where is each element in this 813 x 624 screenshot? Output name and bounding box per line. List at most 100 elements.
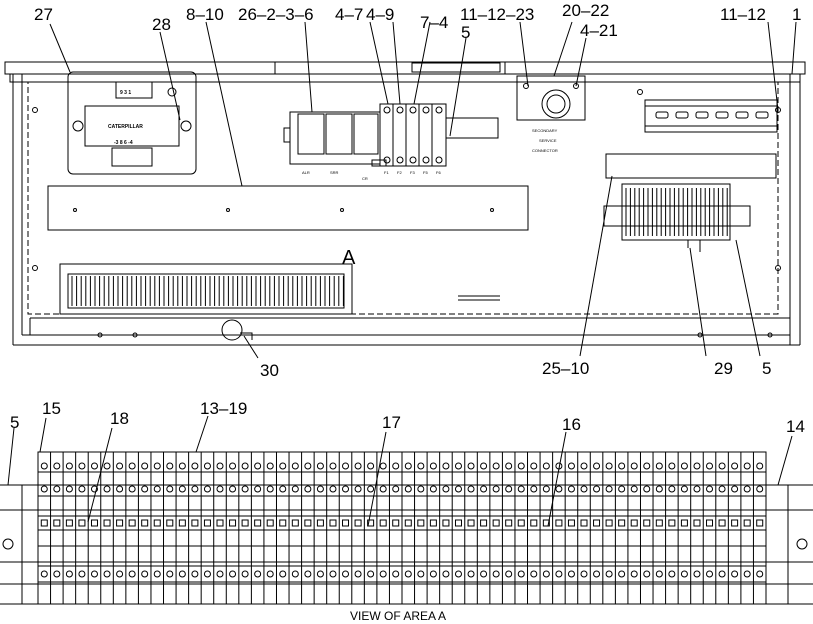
terminal-screw	[417, 462, 425, 470]
terminal-screw	[90, 570, 98, 578]
terminal-screw	[580, 462, 588, 470]
terminal-screw	[40, 462, 48, 470]
terminal-screw	[153, 485, 161, 493]
terminal-screw	[342, 485, 350, 493]
terminal-marker	[756, 519, 764, 527]
din-rail-top-right	[644, 99, 778, 133]
terminal-marker	[367, 519, 375, 527]
terminal-screw	[492, 485, 500, 493]
callout-leaders	[49, 21, 797, 359]
terminal-screw	[668, 485, 676, 493]
terminal-screw	[404, 570, 412, 578]
terminal-screw	[630, 570, 638, 578]
fuse-label-4: F5	[423, 170, 428, 175]
terminal-screw	[103, 462, 111, 470]
terminal-screw	[116, 462, 124, 470]
terminal-strip-right	[603, 183, 751, 252]
terminal-screw	[241, 485, 249, 493]
terminal-marker	[90, 519, 98, 527]
cover-plate	[47, 153, 777, 231]
area-marker: A	[342, 247, 356, 269]
callout-20-22: 20–22	[562, 1, 609, 20]
connector-label-line2: SERVICE	[539, 138, 557, 143]
terminal-screw	[542, 462, 550, 470]
terminal-marker	[718, 519, 726, 527]
terminal-screw	[492, 462, 500, 470]
callout-7-4: 7–4	[420, 13, 448, 32]
terminal-marker	[116, 519, 124, 527]
terminal-screw	[291, 462, 299, 470]
connector-label-line1: SECONDARY	[532, 128, 558, 133]
terminal-screw	[392, 570, 400, 578]
terminal-screw	[593, 462, 601, 470]
terminal-screw	[680, 570, 688, 578]
terminal-screw	[90, 462, 98, 470]
terminal-screw	[706, 570, 714, 578]
terminal-marker	[65, 519, 73, 527]
terminal-screw	[266, 462, 274, 470]
latch-knob	[221, 319, 253, 341]
callout-4-21: 4–21	[580, 21, 618, 40]
terminal-screw	[756, 570, 764, 578]
terminal-screw	[555, 570, 563, 578]
terminal-screw	[593, 485, 601, 493]
terminal-screw	[65, 462, 73, 470]
terminal-screw	[442, 485, 450, 493]
terminal-marker	[291, 519, 299, 527]
callout-28: 28	[152, 15, 171, 34]
callout-14: 14	[786, 417, 805, 436]
terminal-screw	[291, 570, 299, 578]
terminal-screw	[367, 570, 375, 578]
terminal-screw	[743, 462, 751, 470]
terminal-screw	[718, 485, 726, 493]
terminal-screw	[680, 462, 688, 470]
terminal-screw	[229, 570, 237, 578]
terminal-screw	[367, 462, 375, 470]
terminal-screw	[505, 462, 513, 470]
terminal-screw	[53, 462, 61, 470]
terminal-screw	[618, 462, 626, 470]
terminal-screw	[166, 462, 174, 470]
terminal-screw	[567, 485, 575, 493]
terminal-screw	[153, 462, 161, 470]
terminal-screw	[743, 570, 751, 578]
terminal-screw	[655, 462, 663, 470]
terminal-marker	[329, 519, 337, 527]
terminal-marker	[266, 519, 274, 527]
callout-29: 29	[714, 359, 733, 378]
terminal-screw	[731, 485, 739, 493]
terminal-screw	[329, 485, 337, 493]
callout-4-7: 4–7	[335, 5, 363, 24]
terminal-screw	[216, 485, 224, 493]
terminal-screw	[90, 485, 98, 493]
terminal-marker	[605, 519, 613, 527]
terminal-screw	[480, 570, 488, 578]
terminal-screw	[379, 570, 387, 578]
terminal-screw	[467, 462, 475, 470]
terminal-screw	[618, 485, 626, 493]
terminal-screw	[141, 485, 149, 493]
terminal-screw	[517, 485, 525, 493]
ground-bracket	[458, 295, 500, 301]
terminal-screw	[542, 485, 550, 493]
terminal-screw	[530, 462, 538, 470]
terminal-screw	[492, 570, 500, 578]
terminal-screw	[128, 570, 136, 578]
terminal-screw	[718, 462, 726, 470]
terminal-screw	[743, 485, 751, 493]
terminal-screw	[266, 570, 274, 578]
terminal-screw	[454, 570, 462, 578]
terminal-marker	[354, 519, 362, 527]
terminal-screw	[354, 485, 362, 493]
area-a-terminal-blocks	[37, 452, 767, 604]
terminal-screw	[254, 570, 262, 578]
terminal-marker	[492, 519, 500, 527]
terminal-screw	[580, 570, 588, 578]
terminal-screw	[392, 462, 400, 470]
relay-alr-label: ALR	[302, 170, 310, 175]
terminal-marker	[241, 519, 249, 527]
terminal-marker	[480, 519, 488, 527]
module-brand-label: CATERPILLAR	[108, 124, 143, 130]
callout-5-top: 5	[461, 23, 470, 42]
terminal-screw	[693, 485, 701, 493]
